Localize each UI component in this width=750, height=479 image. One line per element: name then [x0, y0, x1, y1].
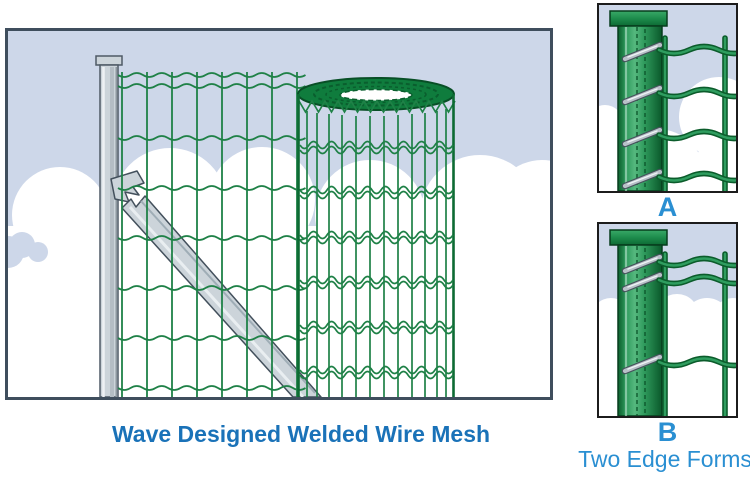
edge-form-a-graphic: [599, 5, 736, 191]
green-post: [609, 10, 668, 191]
edge-forms-caption: Two Edge Forms: [578, 446, 750, 472]
mesh-edge-double: [659, 251, 736, 416]
mesh-roll: [297, 77, 456, 397]
fixing-clips: [621, 41, 664, 190]
mesh-edge-single: [659, 35, 736, 191]
wave-mesh-panel: [117, 72, 307, 397]
cloud-notch: [8, 232, 48, 268]
steel-post: [95, 55, 123, 397]
main-caption: Wave Designed Welded Wire Mesh: [111, 421, 491, 447]
edge-form-a-panel: [597, 3, 738, 193]
edge-form-b-graphic: [599, 224, 736, 416]
fixing-clips: [621, 253, 664, 375]
edge-form-a-label: A: [657, 192, 678, 222]
wire-mesh-fence-graphic: [8, 31, 550, 397]
main-illustration-panel: [5, 28, 553, 400]
edge-form-b-panel: [597, 222, 738, 418]
edge-form-b-label: B: [657, 417, 678, 447]
